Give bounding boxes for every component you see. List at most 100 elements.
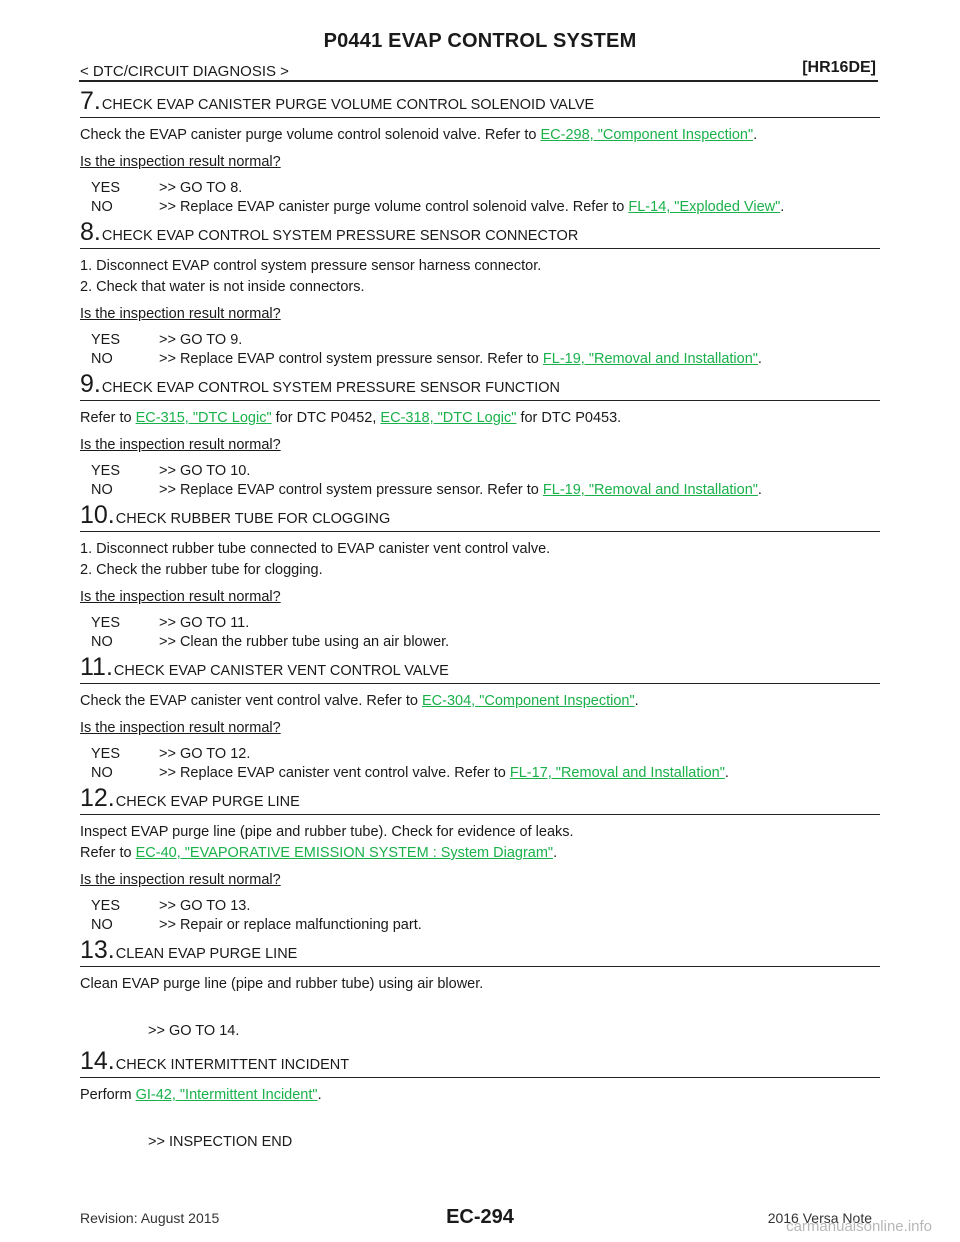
step-13: 13. CLEAN EVAP PURGE LINE Clean EVAP pur… <box>80 935 880 1041</box>
answers: YES>> GO TO 9. NO>> Replace EVAP control… <box>80 331 880 369</box>
step-instruction: Clean EVAP purge line (pipe and rubber t… <box>80 976 484 992</box>
step-9: 9. CHECK EVAP CONTROL SYSTEM PRESSURE SE… <box>80 369 880 500</box>
no-action: >> Replace EVAP canister vent control va… <box>159 764 729 783</box>
reference-link[interactable]: FL-17, "Removal and Installation" <box>509 765 725 781</box>
yes-label: YES <box>91 615 121 631</box>
no-action: >> Clean the rubber tube using an air bl… <box>159 634 450 650</box>
answers: YES>> GO TO 11. NO>> Clean the rubber tu… <box>80 614 880 652</box>
page-number: EC-294 <box>446 1206 514 1228</box>
instruction-text: . <box>317 1087 322 1103</box>
step-number: 12. <box>80 784 115 812</box>
step-number: 9. <box>80 370 101 398</box>
step-instruction: 2. Check that water is not inside connec… <box>80 279 365 295</box>
no-label: NO <box>91 634 113 650</box>
step-10: 10. CHECK RUBBER TUBE FOR CLOGGING 1. Di… <box>80 500 880 652</box>
watermark: carmanualsonline.info <box>786 1218 932 1235</box>
yes-label: YES <box>91 898 121 914</box>
step-7: 7. CHECK EVAP CANISTER PURGE VOLUME CONT… <box>80 86 880 217</box>
instruction-text: Refer to <box>80 410 136 426</box>
step-title: CHECK RUBBER TUBE FOR CLOGGING <box>115 511 391 527</box>
no-text: . <box>757 351 762 367</box>
yes-label: YES <box>91 746 121 762</box>
step-instruction: Inspect EVAP purge line (pipe and rubber… <box>80 824 574 840</box>
reference-link[interactable]: EC-315, "DTC Logic" <box>135 410 272 426</box>
step-instruction: 1. Disconnect EVAP control system pressu… <box>80 258 542 274</box>
instruction-text: . <box>553 845 558 861</box>
reference-link[interactable]: GI-42, "Intermittent Incident" <box>135 1087 318 1103</box>
step-title: CHECK EVAP CANISTER PURGE VOLUME CONTROL… <box>101 97 595 113</box>
step-number: 14. <box>80 1047 115 1075</box>
answers: YES >> GO TO 8. NO >> Replace EVAP caniste… <box>80 179 880 217</box>
model-year: 2016 Versa Note <box>767 1210 872 1226</box>
step-header: 12. CHECK EVAP PURGE LINE <box>80 783 880 815</box>
no-text: . <box>757 482 762 498</box>
inspection-question: Is the inspection result normal? <box>80 437 281 453</box>
step-8: 8. CHECK EVAP CONTROL SYSTEM PRESSURE SE… <box>80 217 880 369</box>
step-number: 11. <box>80 653 113 681</box>
step-12: 12. CHECK EVAP PURGE LINE Inspect EVAP p… <box>80 783 880 935</box>
no-text: . <box>780 199 785 215</box>
no-label: NO <box>91 351 113 367</box>
yes-action: >> GO TO 9. <box>159 332 243 348</box>
step-header: 13. CLEAN EVAP PURGE LINE <box>80 935 880 967</box>
reference-link[interactable]: FL-14, "Exploded View" <box>628 199 781 215</box>
goto-action: >> INSPECTION END <box>148 1134 293 1150</box>
instruction-text: . <box>634 693 639 709</box>
no-text: . <box>724 765 729 781</box>
goto-action: >> GO TO 14. <box>148 1023 240 1039</box>
yes-label: YES <box>91 332 121 348</box>
no-action: >> Replace EVAP control system pressure … <box>159 481 762 500</box>
yes-label: YES <box>91 180 121 196</box>
step-title: CHECK INTERMITTENT INCIDENT <box>115 1057 350 1073</box>
step-header: 7. CHECK EVAP CANISTER PURGE VOLUME CONT… <box>80 86 880 118</box>
breadcrumb: < DTC/CIRCUIT DIAGNOSIS > <box>80 63 289 80</box>
step-14: 14. CHECK INTERMITTENT INCIDENT Perform … <box>80 1046 880 1152</box>
inspection-question: Is the inspection result normal? <box>80 589 281 605</box>
step-header: 10. CHECK RUBBER TUBE FOR CLOGGING <box>80 500 880 532</box>
step-instruction: Refer to EC-315, "DTC Logic" for DTC P04… <box>80 408 880 429</box>
step-title: CHECK EVAP CONTROL SYSTEM PRESSURE SENSO… <box>101 228 579 244</box>
step-title: CLEAN EVAP PURGE LINE <box>115 946 298 962</box>
step-instruction: Check the EVAP canister purge volume con… <box>80 125 880 146</box>
reference-link[interactable]: EC-318, "DTC Logic" <box>380 410 517 426</box>
revision-date: Revision: August 2015 <box>80 1210 220 1226</box>
yes-action: >> GO TO 8. <box>159 180 243 196</box>
reference-link[interactable]: EC-298, "Component Inspection" <box>540 127 754 143</box>
yes-action: >> GO TO 10. <box>159 463 251 479</box>
step-number: 8. <box>80 218 101 246</box>
step-instruction: Check the EVAP canister vent control val… <box>80 691 880 712</box>
no-label: NO <box>91 199 113 215</box>
reference-link[interactable]: EC-304, "Component Inspection" <box>422 693 635 709</box>
step-instruction: 2. Check the rubber tube for clogging. <box>80 562 323 578</box>
no-text: >> Replace EVAP control system pressure … <box>159 482 543 498</box>
answers: YES>> GO TO 12. NO>> Replace EVAP canist… <box>80 745 880 783</box>
no-action: >> Replace EVAP canister purge volume co… <box>159 198 784 217</box>
instruction-text: for DTC P0452, <box>271 410 381 426</box>
step-11: 11. CHECK EVAP CANISTER VENT CONTROL VAL… <box>80 652 880 783</box>
instruction-text: for DTC P0453. <box>516 410 622 426</box>
reference-link[interactable]: EC-40, "EVAPORATIVE EMISSION SYSTEM : Sy… <box>135 845 554 861</box>
step-instruction: Refer to EC-40, "EVAPORATIVE EMISSION SY… <box>80 843 880 864</box>
step-header: 14. CHECK INTERMITTENT INCIDENT <box>80 1046 880 1078</box>
step-header: 8. CHECK EVAP CONTROL SYSTEM PRESSURE SE… <box>80 217 880 249</box>
answers: YES>> GO TO 13. NO>> Repair or replace m… <box>80 897 880 935</box>
no-label: NO <box>91 917 113 933</box>
reference-link[interactable]: FL-19, "Removal and Installation" <box>542 351 758 367</box>
step-number: 7. <box>80 87 101 115</box>
header-rule <box>79 80 878 82</box>
step-title: CHECK EVAP CONTROL SYSTEM PRESSURE SENSO… <box>101 380 561 396</box>
step-title: CHECK EVAP CANISTER VENT CONTROL VALVE <box>113 663 449 679</box>
step-number: 13. <box>80 936 115 964</box>
answers: YES>> GO TO 10. NO>> Replace EVAP contro… <box>80 462 880 500</box>
inspection-question: Is the inspection result normal? <box>80 872 281 888</box>
reference-link[interactable]: FL-19, "Removal and Installation" <box>542 482 758 498</box>
page-title: P0441 EVAP CONTROL SYSTEM <box>323 30 637 52</box>
no-label: NO <box>91 482 113 498</box>
engine-code: [HR16DE] <box>802 59 876 76</box>
yes-action: >> GO TO 12. <box>159 746 251 762</box>
no-text: >> Replace EVAP canister purge volume co… <box>159 199 629 215</box>
step-instruction: Perform GI-42, "Intermittent Incident". <box>80 1085 880 1106</box>
instruction-text: Check the EVAP canister vent control val… <box>80 693 422 709</box>
step-instruction: 1. Disconnect rubber tube connected to E… <box>80 541 551 557</box>
no-action: >> Repair or replace malfunctioning part… <box>159 917 422 933</box>
